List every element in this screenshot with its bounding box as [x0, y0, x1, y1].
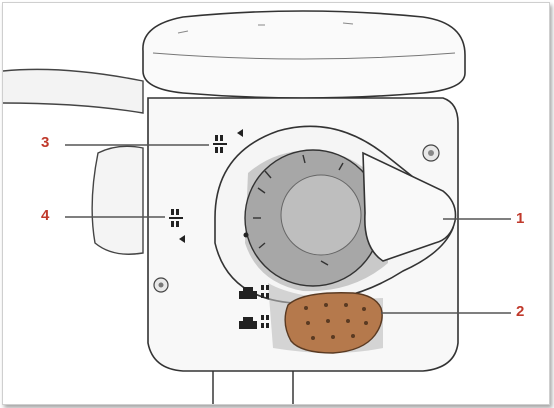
diagram-frame: 3 4 1 2: [2, 2, 550, 405]
callout-1: 1: [516, 211, 524, 226]
knob-center: [281, 175, 361, 255]
top-cap: [143, 11, 465, 98]
callout-3: 3: [41, 135, 49, 150]
left-arm: [3, 69, 143, 113]
callout-2: 2: [516, 304, 524, 319]
device-illustration: [3, 3, 549, 404]
left-bracket: [92, 146, 143, 254]
callout-4: 4: [41, 208, 49, 223]
